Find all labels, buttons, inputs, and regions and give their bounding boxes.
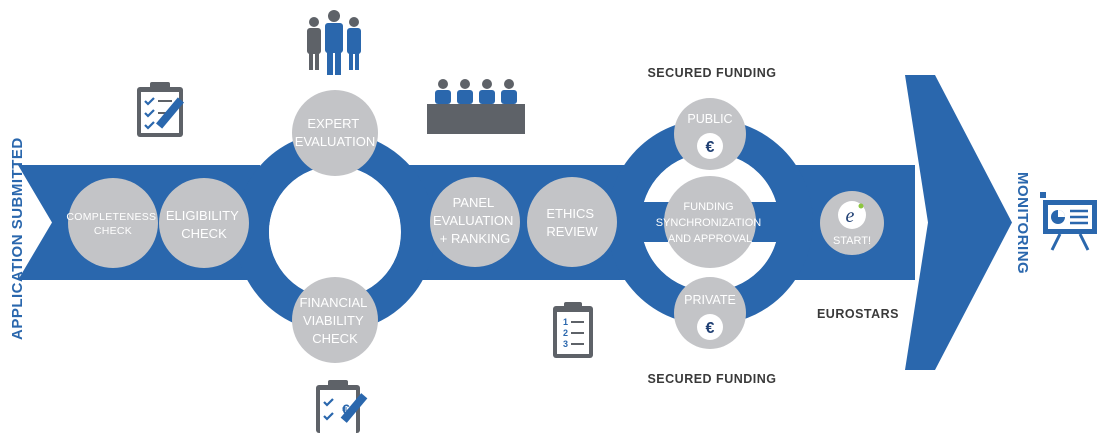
svg-text:ETHICS REVIEW: ETHICS REVIEW — [546, 206, 598, 239]
list-number-3: 3 — [563, 339, 568, 349]
expert-line-1: EXPERT — [307, 116, 359, 131]
svg-text:FUNDING SYNCHRONIZATION: FUNDING SYNCHRONIZATION AND APPROVAL — [656, 201, 765, 245]
step-start: e START! — [820, 191, 884, 255]
funding-sync-line-3: AND APPROVAL — [668, 233, 752, 245]
completeness-line-1: COMPLETENESS — [66, 211, 156, 223]
step-public-funding: PUBLIC € — [674, 98, 746, 170]
eligibility-line-1: ELIGIBILITY — [166, 208, 239, 223]
public-euro-icon: € — [706, 139, 715, 156]
step-private-funding: PRIVATE € — [674, 277, 746, 349]
financial-euro-icon: € — [342, 401, 350, 417]
public-label: PUBLIC — [687, 112, 732, 126]
list-number-2: 2 — [563, 328, 568, 338]
ethics-line-2: REVIEW — [546, 224, 598, 239]
arrow-head — [905, 75, 1012, 370]
panel-line-1: PANEL — [453, 195, 494, 210]
step-completeness-check: COMPLETENESS CHECK — [66, 178, 159, 268]
panel-table-icon — [427, 79, 525, 134]
panel-line-3: + RANKING — [440, 231, 510, 246]
completeness-line-2: CHECK — [94, 225, 132, 237]
step-funding-synchronization: FUNDING SYNCHRONIZATION AND APPROVAL — [656, 176, 765, 268]
numbered-list-icon: 1 2 3 — [553, 302, 593, 358]
step-financial-viability-check: FINANCIAL VIABILITY CHECK — [292, 277, 378, 363]
financial-line-2: VIABILITY — [303, 313, 364, 328]
presentation-board-icon — [1040, 192, 1097, 251]
eligibility-line-2: CHECK — [181, 226, 227, 241]
loop-inner — [269, 166, 401, 298]
experts-group-icon — [307, 10, 361, 75]
panel-line-2: EVALUATION — [433, 213, 513, 228]
svg-text:PANEL EVALUATION +: PANEL EVALUATION + RANKING — [433, 195, 517, 246]
private-euro-coin — [697, 314, 723, 340]
funding-sync-line-2: SYNCHRONIZATION — [656, 217, 762, 229]
eurostars-logo-icon: e — [846, 205, 855, 227]
monitoring-label: MONITORING — [1014, 172, 1031, 274]
financial-check-icon: € — [316, 380, 368, 435]
step-expert-evaluation: EXPERT EVALUATION — [292, 90, 378, 176]
secured-funding-bottom-label: SECURED FUNDING — [647, 372, 776, 386]
eurostars-logo-badge — [838, 201, 866, 229]
svg-text:COMPLETENESS CHECK: COMPLETENESS CHECK — [66, 211, 159, 237]
svg-text:EXPERT EVALUATION: EXPERT EVALUATION — [295, 116, 375, 149]
step-panel-evaluation-ranking: PANEL EVALUATION + RANKING — [430, 177, 520, 267]
funding-sync-line-1: FUNDING — [683, 201, 733, 213]
list-number-1: 1 — [563, 317, 568, 327]
secured-funding-top-label: SECURED FUNDING — [647, 66, 776, 80]
ethics-line-1: ETHICS — [546, 206, 594, 221]
clipboard-check-icon — [137, 82, 184, 137]
svg-text:ELIGIBILITY CHECK: ELIGIBILITY CHECK — [166, 208, 242, 241]
expert-line-2: EVALUATION — [295, 134, 375, 149]
svg-text:FINANCIAL VIABILITY: FINANCIAL VIABILITY CHECK — [299, 295, 370, 346]
eurostars-label: EUROSTARS — [817, 307, 899, 321]
private-euro-icon: € — [706, 320, 715, 337]
financial-line-1: FINANCIAL — [299, 295, 367, 310]
financial-line-3: CHECK — [312, 331, 358, 346]
public-euro-coin — [697, 133, 723, 159]
application-submitted-label: APPLICATION SUBMITTED — [9, 137, 26, 340]
private-label: PRIVATE — [684, 293, 736, 307]
start-label: START! — [833, 235, 871, 247]
step-ethics-review: ETHICS REVIEW — [527, 177, 617, 267]
eurostars-logo-star — [858, 203, 864, 209]
step-eligibility-check: ELIGIBILITY CHECK — [159, 178, 249, 268]
